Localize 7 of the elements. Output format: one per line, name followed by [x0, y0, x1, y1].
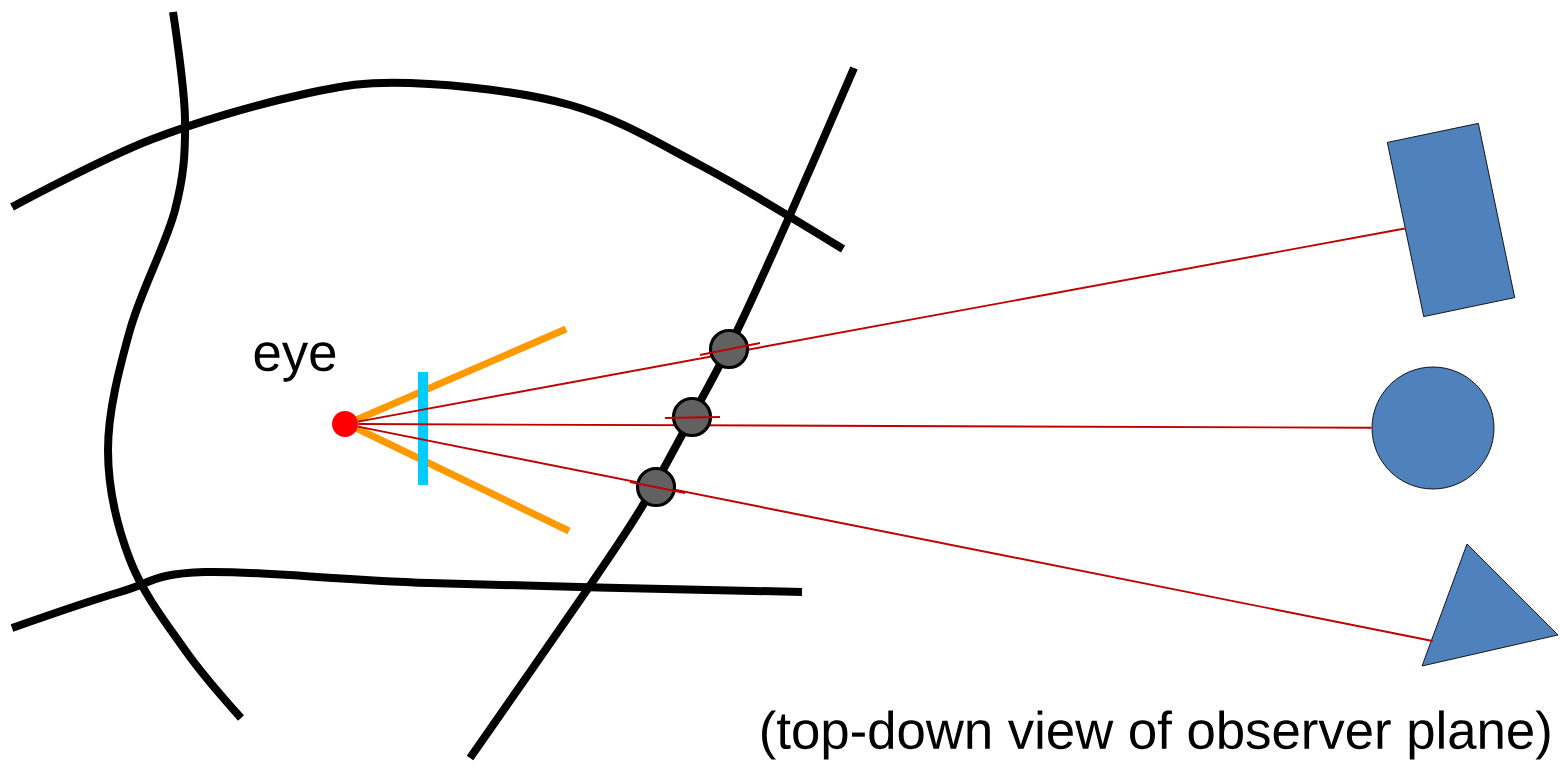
eye-label: eye [254, 342, 336, 382]
circle-shape [1371, 366, 1495, 490]
sight-line [357, 227, 1406, 423]
sight-line [357, 425, 1434, 642]
sight-line [357, 423, 1373, 429]
caption: (top-down view of observer plane) [762, 710, 1550, 760]
triangle-shape [1421, 543, 1559, 667]
